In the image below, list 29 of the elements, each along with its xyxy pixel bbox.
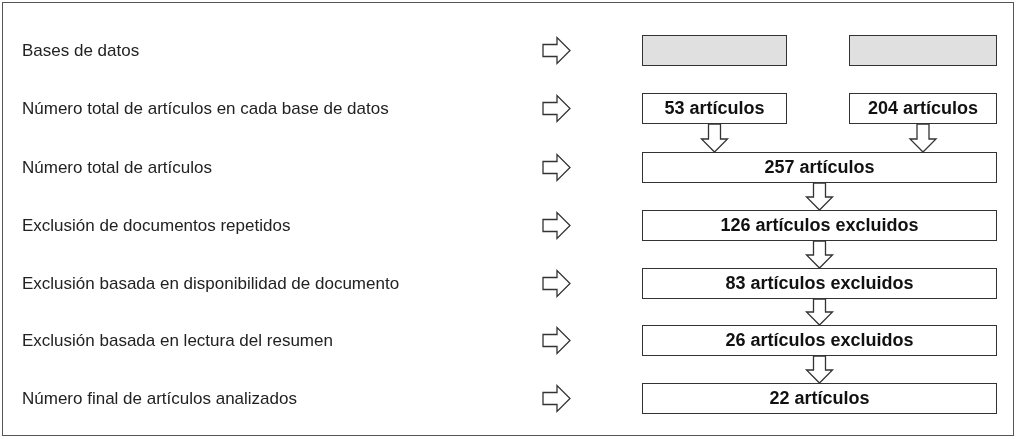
count-text: 53 artículos <box>664 97 765 120</box>
count-box <box>642 210 997 241</box>
block-arrow <box>804 355 835 384</box>
block-arrow <box>804 240 835 269</box>
row-label: Número final de artículos analizados <box>22 387 297 410</box>
count-box <box>642 383 997 414</box>
count-text: 126 artículos excluidos <box>720 214 919 237</box>
count-box <box>642 152 997 183</box>
row-label: Exclusión basada en lectura del resumen <box>22 329 333 352</box>
row-label: Número total de artículos <box>22 156 212 179</box>
count-box <box>849 93 997 124</box>
count-box <box>642 268 997 299</box>
count-text: 257 artículos <box>764 156 875 179</box>
database-box <box>849 35 997 66</box>
count-box <box>642 325 997 356</box>
count-text: 204 artículos <box>867 97 979 120</box>
count-box <box>642 93 787 124</box>
block-arrow <box>804 298 835 326</box>
block-arrow <box>908 123 938 153</box>
block-arrow <box>699 123 730 153</box>
row-label: Bases de datos <box>22 39 140 62</box>
row-label: Exclusión de documentos repetidos <box>22 214 291 237</box>
row-label: Número total de artículos en cada base de datos <box>22 97 389 120</box>
count-text: 22 artículos <box>769 387 870 410</box>
count-text: 83 artículos excluidos <box>725 272 914 295</box>
row-label: Exclusión basada en disponibilidad de documento <box>22 272 400 295</box>
count-text: 26 artículos excluidos <box>725 329 914 352</box>
block-arrow <box>804 182 835 211</box>
database-box <box>642 35 787 66</box>
